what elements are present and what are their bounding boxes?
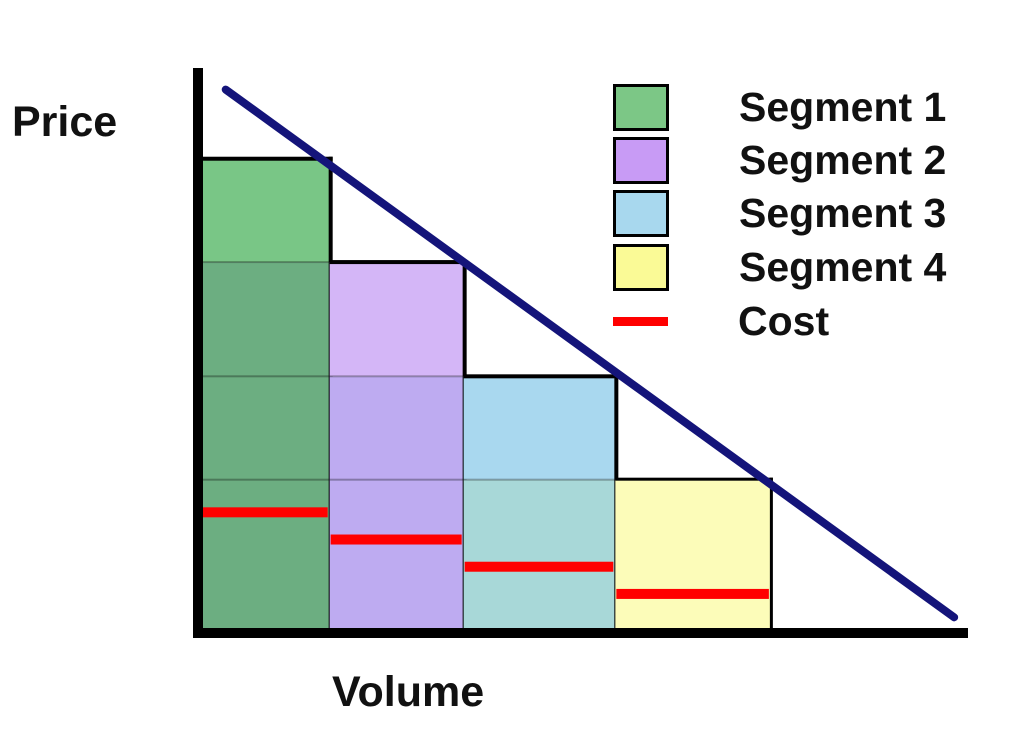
segment-2-cost-line: [330, 534, 462, 545]
segment-1-band-separator: [198, 375, 330, 378]
segment-4-top-border: [615, 477, 773, 481]
legend-item-segment-3: Segment 3: [613, 189, 947, 237]
legend-swatch-cost-line: [613, 316, 668, 326]
segment-1-band-separator: [198, 261, 330, 264]
legend-label-segment-3: Segment 3: [739, 189, 947, 236]
demand-curve-line: [221, 85, 959, 622]
segment-3-cost-line: [464, 561, 614, 572]
legend-label-segment-2: Segment 2: [739, 136, 947, 183]
y-axis: [193, 68, 203, 637]
segment-3-top-border: [463, 374, 619, 379]
segment-3-bar-shaded-band: [463, 479, 616, 632]
segment-1-bar-shaded-band: [198, 262, 330, 632]
y-axis-label: Price: [12, 98, 118, 146]
segment-1-bar-top-band: [198, 158, 330, 263]
segment-3-bar-top-band: [463, 376, 616, 480]
segment-1-cost-line: [199, 507, 328, 518]
legend-item-segment-2: Segment 2: [613, 136, 947, 184]
segment-2-top-border: [329, 260, 467, 265]
segment-2-bar-shaded-band: [329, 376, 464, 632]
segment-1-band-separator: [198, 478, 330, 481]
legend-label-cost: Cost: [738, 297, 830, 344]
segment-4-cost-line: [616, 588, 769, 599]
legend-swatch-segment-1: [613, 83, 669, 131]
segment-1-top-border: [198, 156, 333, 161]
legend-swatch-segment-4: [613, 243, 669, 291]
legend-item-cost: Cost: [613, 298, 829, 344]
legend-item-segment-1: Segment 1: [613, 83, 947, 131]
legend-label-segment-1: Segment 1: [739, 83, 947, 130]
segment-2-band-separator: [329, 478, 464, 481]
segment-3-band-separator: [463, 478, 616, 481]
legend-label-segment-4: Segment 4: [739, 243, 947, 290]
legend-swatch-segment-2: [613, 136, 669, 184]
segment-2-band-separator: [329, 375, 464, 378]
x-axis: [193, 628, 968, 638]
legend-swatch-segment-3: [613, 189, 669, 237]
segment-4-bar-top-band: [615, 479, 771, 632]
segment-2-bar-top-band: [329, 262, 464, 377]
legend-item-segment-4: Segment 4: [613, 243, 947, 291]
x-axis-label: Volume: [332, 668, 485, 716]
segment-4-right-border: [769, 477, 773, 632]
